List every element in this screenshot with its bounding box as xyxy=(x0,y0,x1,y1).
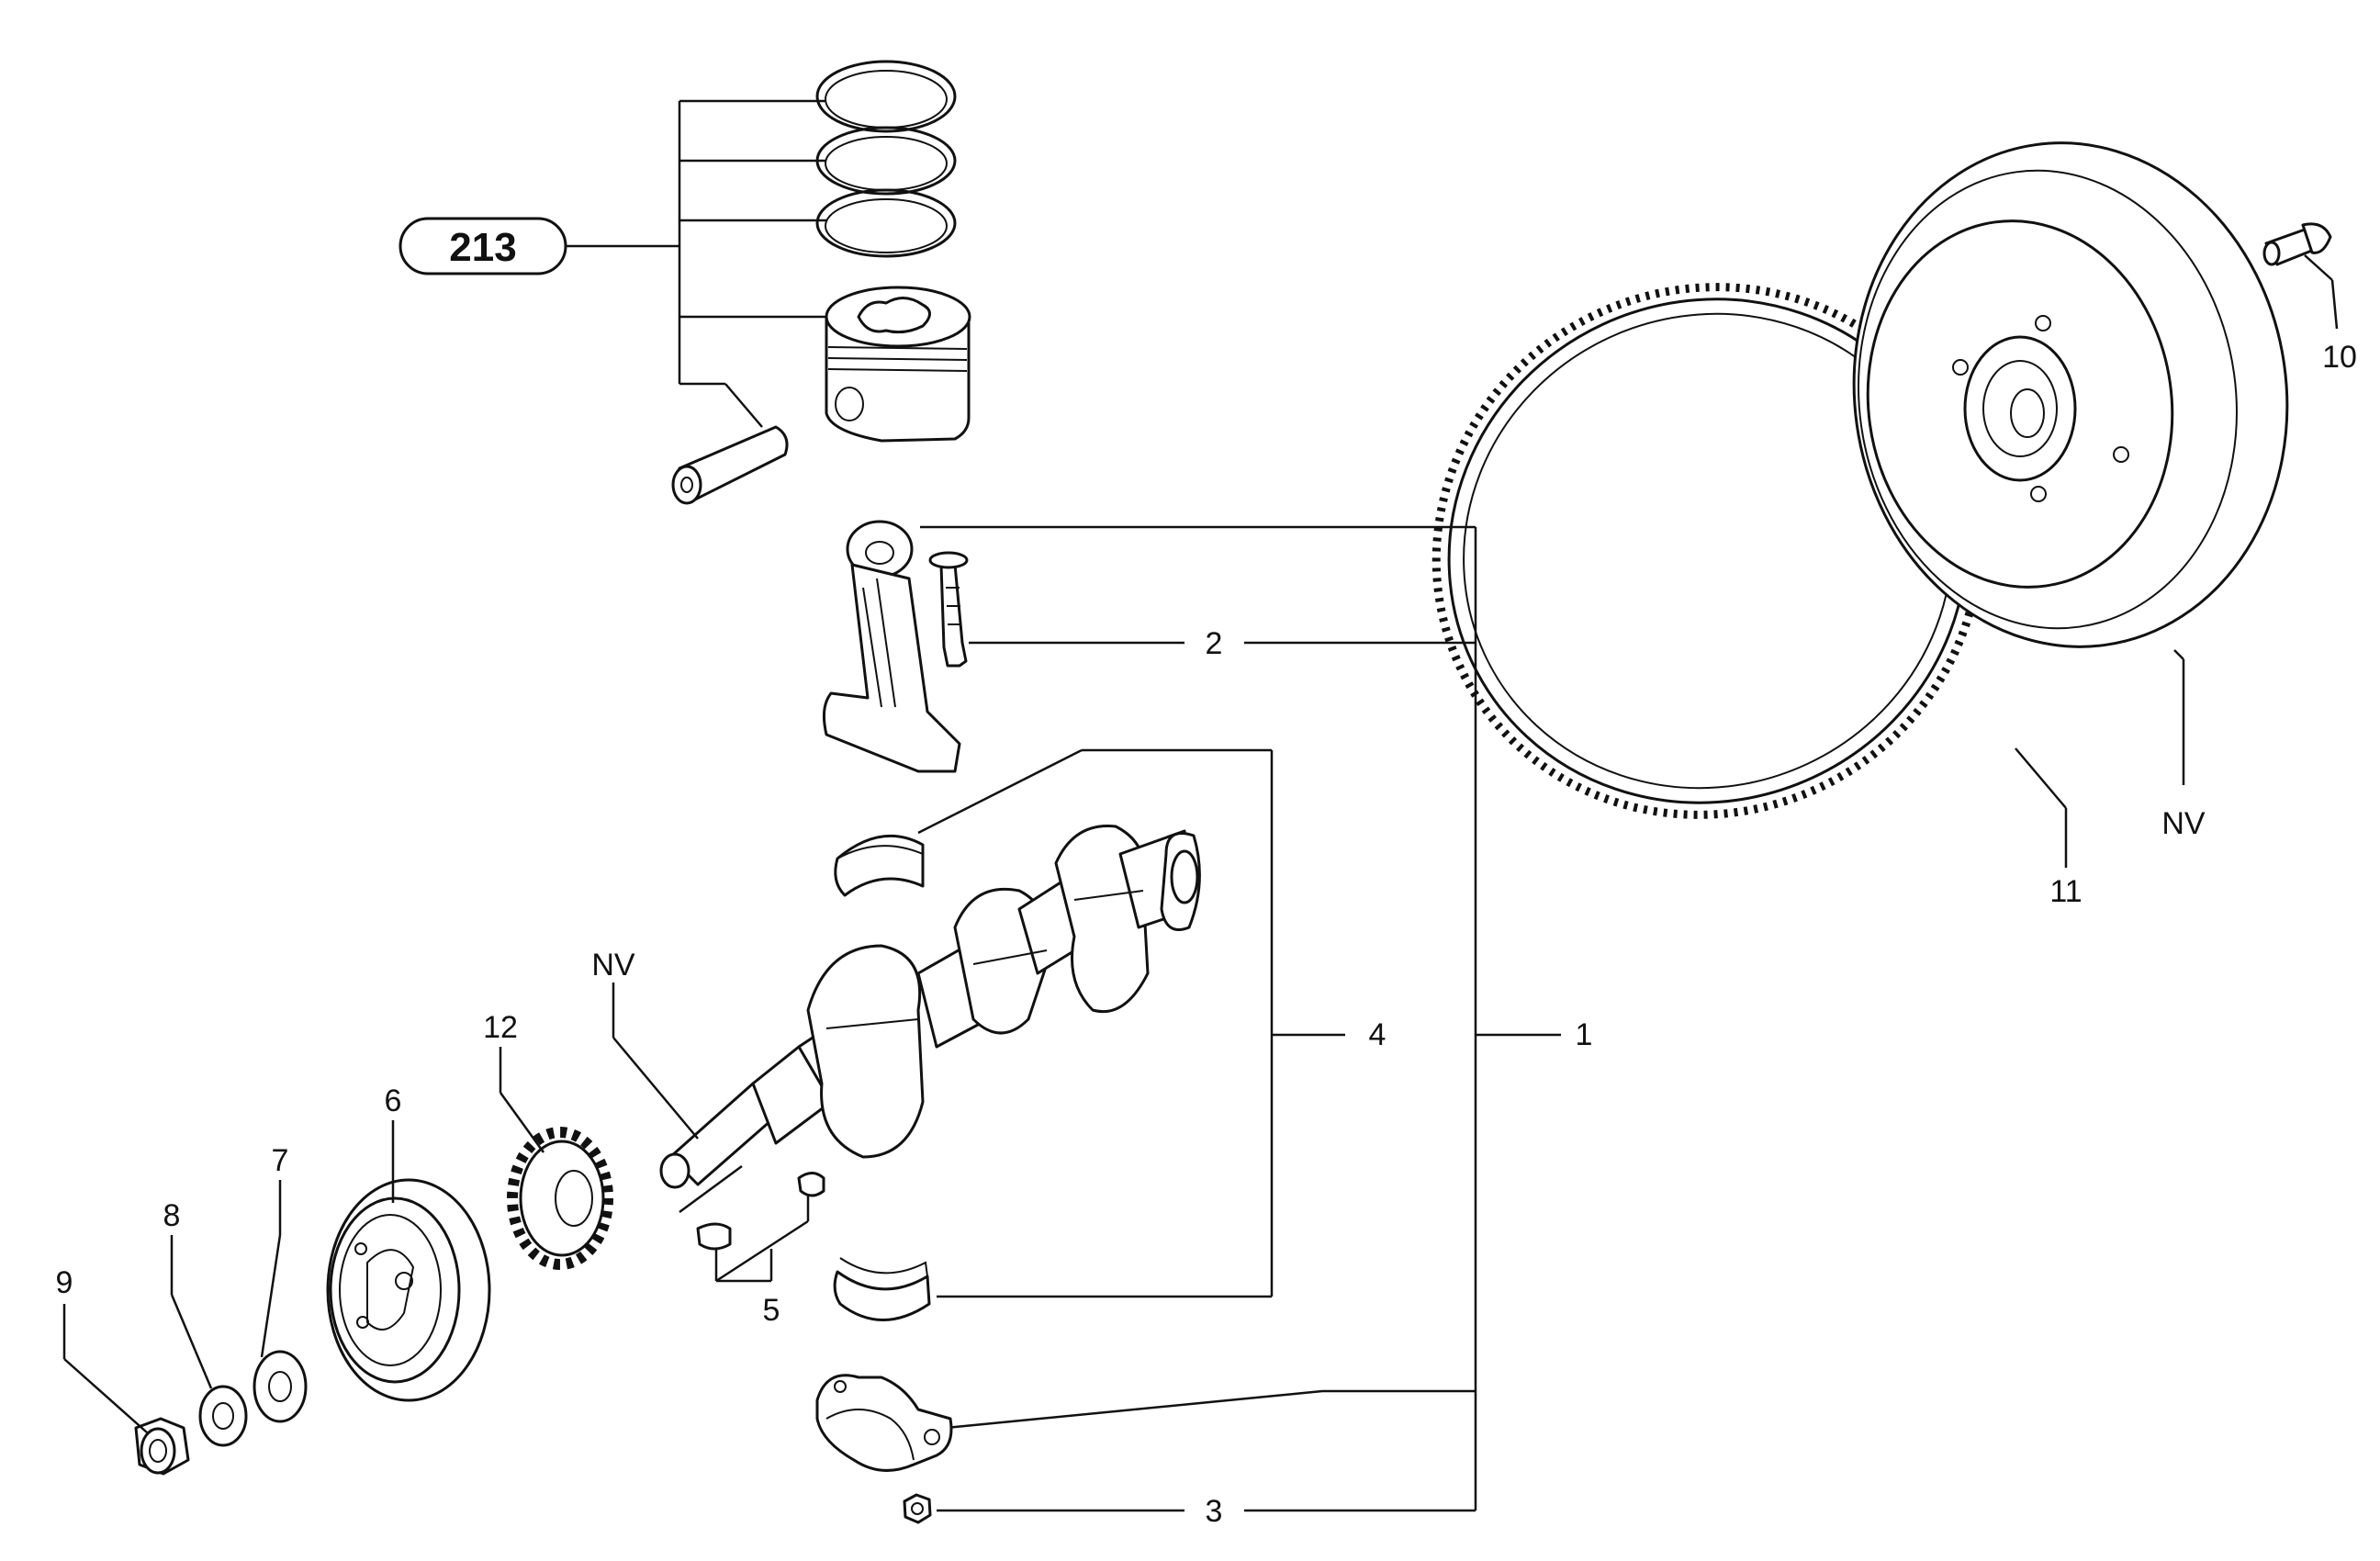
reference-badge[interactable]: 213 xyxy=(399,217,567,275)
flat-washer xyxy=(253,1350,308,1423)
callout-12: 12 xyxy=(483,1010,518,1045)
piston-ring-middle xyxy=(815,126,957,196)
woodruff-key-2 xyxy=(797,1172,825,1197)
hex-nut-3 xyxy=(903,1493,932,1524)
piston-pin xyxy=(671,425,789,505)
callout-nv-flywheel: NV xyxy=(2161,806,2206,841)
callout-7: 7 xyxy=(272,1143,289,1178)
piston-ring-top xyxy=(815,60,957,133)
callout-11: 11 xyxy=(2049,874,2082,909)
callout-9: 9 xyxy=(56,1265,73,1300)
callout-3: 3 xyxy=(1206,1494,1223,1529)
bracket-5 xyxy=(679,1164,810,1283)
callout-1: 1 xyxy=(1576,1017,1593,1052)
bearing-shell-lower xyxy=(833,1257,931,1321)
callout-6: 6 xyxy=(385,1084,402,1118)
leader-11 xyxy=(2015,747,2068,868)
timing-gear xyxy=(507,1127,613,1270)
svg-text:213: 213 xyxy=(449,225,516,270)
leader-nv-flywheel xyxy=(2173,649,2185,785)
crankshaft xyxy=(659,825,1201,1189)
lock-washer xyxy=(198,1385,248,1447)
callout-2: 2 xyxy=(1206,626,1223,661)
callout-10: 10 xyxy=(2322,340,2357,375)
leader-10 xyxy=(2304,254,2339,330)
main-bearing-cap xyxy=(815,1374,953,1472)
piston xyxy=(825,286,971,443)
flywheel-bolt xyxy=(2262,222,2332,266)
bearing-shell-upper xyxy=(834,834,925,897)
callout-5: 5 xyxy=(763,1293,780,1328)
connecting-rod xyxy=(822,520,961,773)
callout-8: 8 xyxy=(163,1198,181,1233)
crankshaft-pulley xyxy=(326,1178,491,1402)
bracket-4 xyxy=(917,748,1345,1298)
reference-bracket-213 xyxy=(566,99,826,428)
connecting-rod-bolt xyxy=(928,551,969,668)
callout-nv-crank: NV xyxy=(591,948,635,983)
flywheel xyxy=(1852,141,2289,648)
woodruff-key-1 xyxy=(696,1222,732,1251)
piston-ring-oil xyxy=(815,188,957,258)
callout-4: 4 xyxy=(1369,1017,1386,1052)
pulley-nut xyxy=(134,1417,190,1476)
